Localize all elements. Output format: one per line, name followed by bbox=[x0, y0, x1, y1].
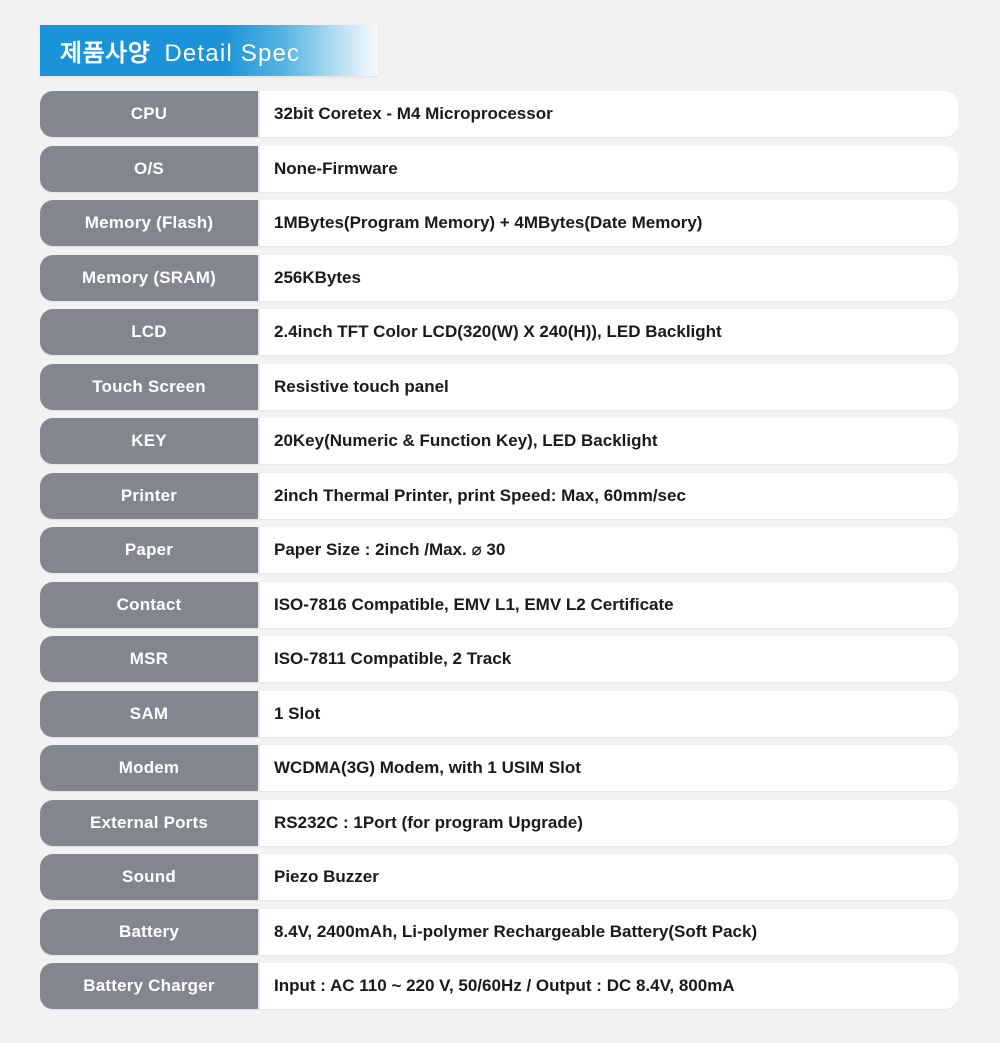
spec-row-value: 32bit Coretex - M4 Microprocessor bbox=[258, 91, 958, 137]
spec-row-value: RS232C : 1Port (for program Upgrade) bbox=[258, 799, 958, 846]
spec-row-label: Memory (SRAM) bbox=[40, 254, 258, 301]
spec-row-value: WCDMA(3G) Modem, with 1 USIM Slot bbox=[258, 745, 958, 791]
spec-row-value: 8.4V, 2400mAh, Li-polymer Rechargeable B… bbox=[258, 908, 958, 955]
spec-row-value: 2inch Thermal Printer, print Speed: Max,… bbox=[258, 472, 958, 519]
spec-row-value: None-Firmware bbox=[258, 145, 958, 192]
spec-row-label: Battery Charger bbox=[40, 963, 258, 1009]
spec-row-value: Piezo Buzzer bbox=[258, 854, 958, 900]
spec-row: Memory (Flash)1MBytes(Program Memory) + … bbox=[40, 200, 958, 246]
spec-row-label: KEY bbox=[40, 418, 258, 464]
page-title-korean: 제품사양 bbox=[60, 40, 151, 67]
spec-row-value: Paper Size : 2inch /Max. ⌀ 30 bbox=[258, 527, 958, 573]
spec-row-label: O/S bbox=[40, 145, 258, 192]
spec-row-value: 256KBytes bbox=[258, 254, 958, 301]
spec-row-label: Modem bbox=[40, 745, 258, 791]
banner-text-group: 제품사양 Detail Spec bbox=[40, 33, 300, 68]
page-title-english: Detail Spec bbox=[164, 40, 301, 67]
spec-row-label: External Ports bbox=[40, 799, 258, 846]
spec-row-value: Input : AC 110 ~ 220 V, 50/60Hz / Output… bbox=[258, 963, 958, 1009]
spec-row-label: LCD bbox=[40, 309, 258, 355]
spec-row-value: Resistive touch panel bbox=[258, 363, 958, 410]
spec-row-value: ISO-7816 Compatible, EMV L1, EMV L2 Cert… bbox=[258, 581, 958, 628]
spec-row-label: Printer bbox=[40, 472, 258, 519]
spec-row-label: Sound bbox=[40, 854, 258, 900]
spec-row-value: 1MBytes(Program Memory) + 4MBytes(Date M… bbox=[258, 200, 958, 246]
spec-row-label: Touch Screen bbox=[40, 363, 258, 410]
spec-row-label: SAM bbox=[40, 690, 258, 737]
spec-row: Memory (SRAM)256KBytes bbox=[40, 254, 958, 301]
spec-row-label: Memory (Flash) bbox=[40, 200, 258, 246]
spec-row-label: Paper bbox=[40, 527, 258, 573]
page-title-banner: 제품사양 Detail Spec bbox=[40, 25, 378, 76]
spec-row-value: ISO-7811 Compatible, 2 Track bbox=[258, 636, 958, 682]
spec-row-label: MSR bbox=[40, 636, 258, 682]
spec-row-label: Contact bbox=[40, 581, 258, 628]
spec-row-value: 2.4inch TFT Color LCD(320(W) X 240(H)), … bbox=[258, 309, 958, 355]
spec-row-label: Battery bbox=[40, 908, 258, 955]
spec-row-label: CPU bbox=[40, 91, 258, 137]
spec-row-value: 1 Slot bbox=[258, 690, 958, 737]
spec-row-value: 20Key(Numeric & Function Key), LED Backl… bbox=[258, 418, 958, 464]
